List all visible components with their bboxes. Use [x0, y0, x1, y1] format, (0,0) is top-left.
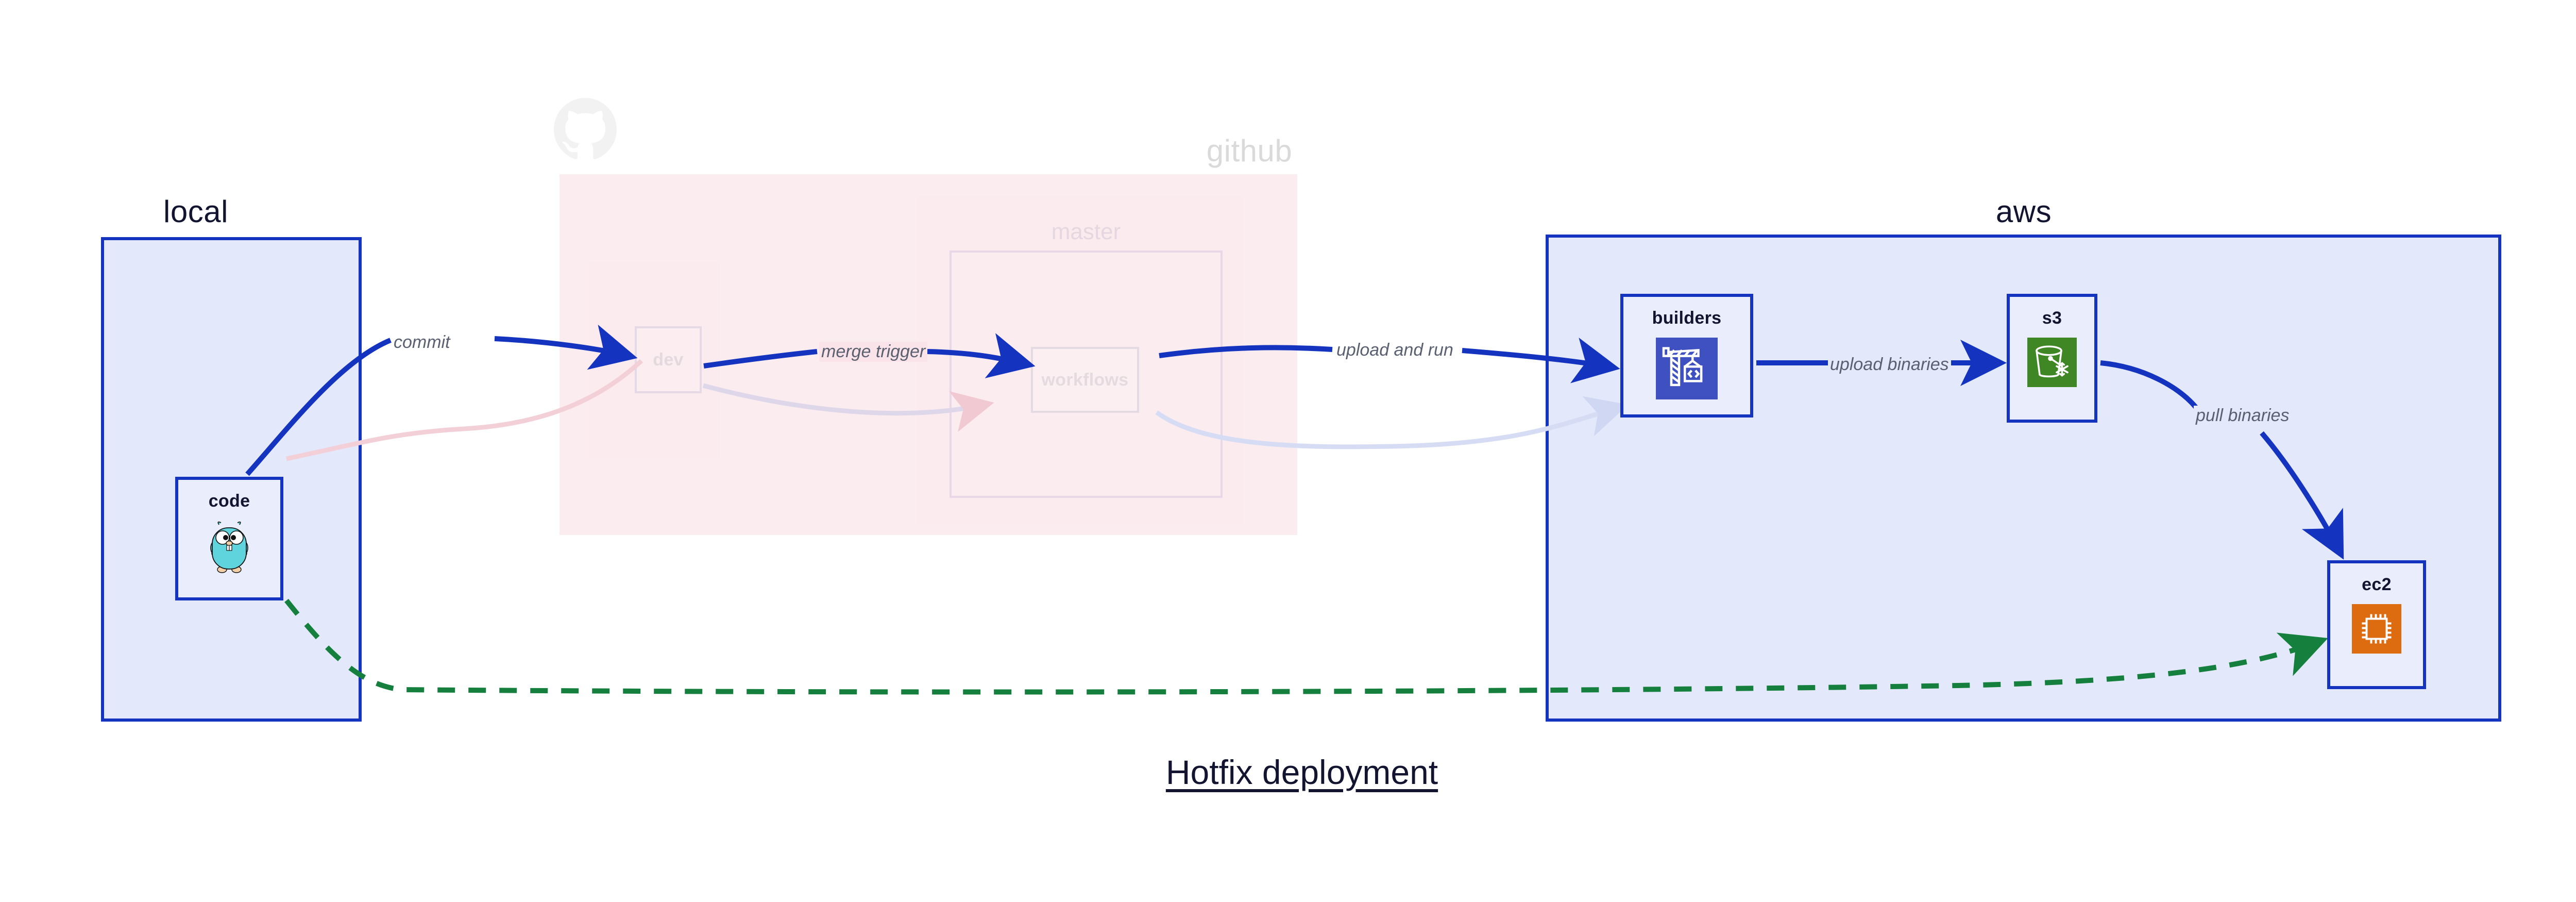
- node-dev-label: dev: [653, 349, 684, 370]
- node-ec2-label: ec2: [2362, 575, 2392, 594]
- edge-label-commit: commit: [392, 332, 452, 353]
- edge-label-upload-and-run: upload and run: [1334, 340, 1455, 360]
- node-builders-label: builders: [1652, 308, 1722, 328]
- node-ec2[interactable]: ec2: [2327, 560, 2426, 689]
- bucket-snowflake-icon: [2027, 338, 2077, 390]
- go-gopher-icon: [205, 521, 253, 577]
- group-github: master dev workflows: [560, 174, 1297, 535]
- cpu-chip-icon: [2352, 604, 2401, 656]
- node-code-label: code: [208, 491, 250, 511]
- github-octocat-icon: [554, 98, 617, 163]
- node-workflows-label: workflows: [1041, 370, 1129, 390]
- edge-label-upload-binaries: upload binaries: [1828, 355, 1951, 375]
- node-dev: dev: [635, 326, 702, 393]
- edge-label-merge-trigger: merge trigger: [819, 342, 928, 362]
- crane-code-icon: [1656, 338, 1718, 402]
- node-workflows: workflows: [1031, 347, 1139, 413]
- node-s3-label: s3: [2042, 308, 2062, 328]
- node-s3[interactable]: s3: [2007, 294, 2097, 423]
- node-builders[interactable]: builders: [1620, 294, 1753, 417]
- group-github-title: github: [1206, 133, 1293, 168]
- node-code[interactable]: code: [175, 477, 283, 600]
- node-master-label: master: [1051, 219, 1121, 244]
- diagram-title: Hotfix deployment: [1165, 753, 1438, 791]
- group-aws-title: aws: [1995, 194, 2052, 229]
- group-local-title: local: [163, 194, 228, 229]
- edge-label-pull-binaries: pull binaries: [2194, 406, 2292, 426]
